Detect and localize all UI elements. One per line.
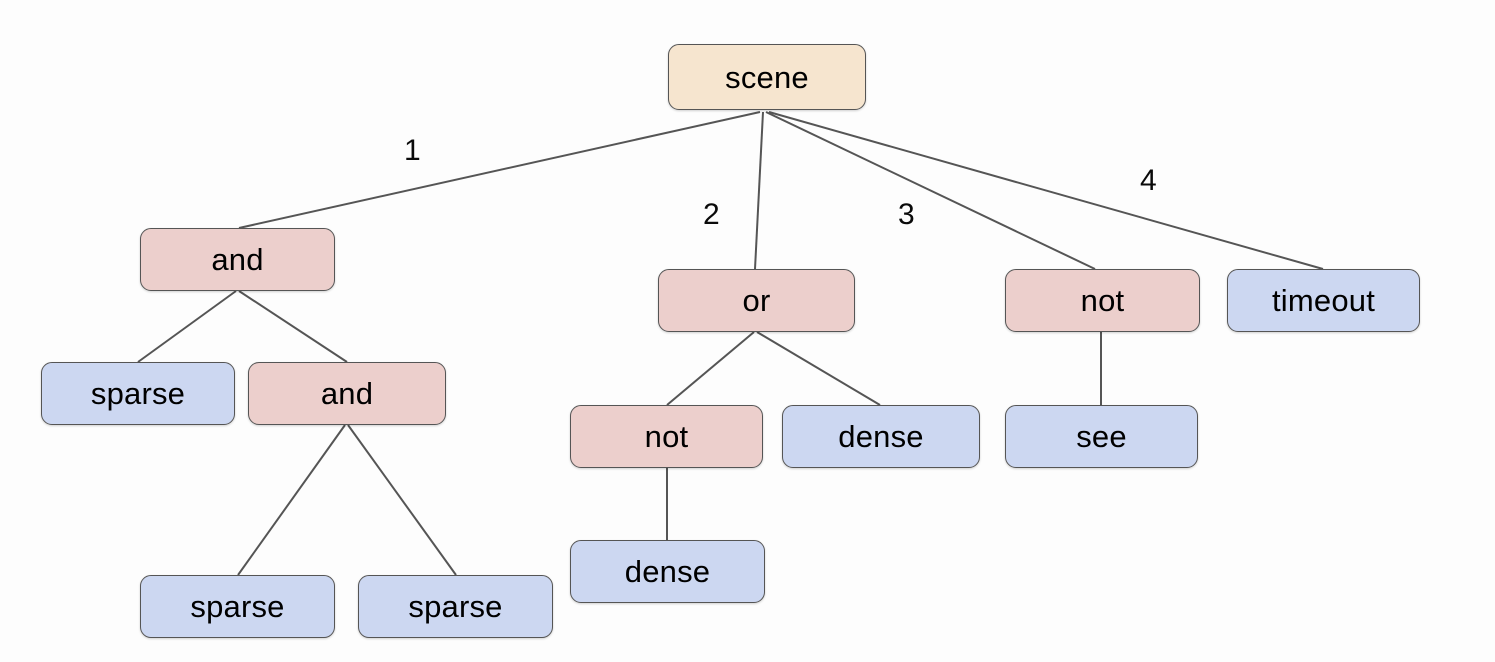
edge-and1-to-and2 <box>238 290 348 363</box>
tree-node-not2[interactable]: not <box>570 405 763 468</box>
edge-label-4: 4 <box>1140 164 1157 197</box>
tree-node-and2[interactable]: and <box>248 362 446 425</box>
tree-node-and1[interactable]: and <box>140 228 335 291</box>
edge-and1-to-sparse1 <box>137 290 237 363</box>
edge-scene-to-and1 <box>238 111 761 229</box>
tree-node-sparse1[interactable]: sparse <box>41 362 235 425</box>
edge-or1-to-dense1 <box>756 331 881 406</box>
edge-label-3: 3 <box>898 198 915 231</box>
tree-node-sparse3[interactable]: sparse <box>358 575 553 638</box>
tree-node-dense2[interactable]: dense <box>570 540 765 603</box>
edge-label-2: 2 <box>703 198 720 231</box>
edge-and2-to-sparse2 <box>237 424 346 576</box>
edge-scene-to-not1 <box>765 111 1096 270</box>
edge-scene-to-or1 <box>754 111 764 270</box>
edge-scene-to-timeout1 <box>768 111 1324 270</box>
tree-node-not1[interactable]: not <box>1005 269 1200 332</box>
tree-node-or1[interactable]: or <box>658 269 855 332</box>
tree-node-timeout1[interactable]: timeout <box>1227 269 1420 332</box>
edge-label-1: 1 <box>404 134 421 167</box>
tree-node-see1[interactable]: see <box>1005 405 1198 468</box>
tree-node-sparse2[interactable]: sparse <box>140 575 335 638</box>
edge-or1-to-not2 <box>666 331 755 406</box>
edge-and2-to-sparse3 <box>347 424 457 576</box>
tree-node-scene[interactable]: scene <box>668 44 866 110</box>
tree-node-dense1[interactable]: dense <box>782 405 980 468</box>
